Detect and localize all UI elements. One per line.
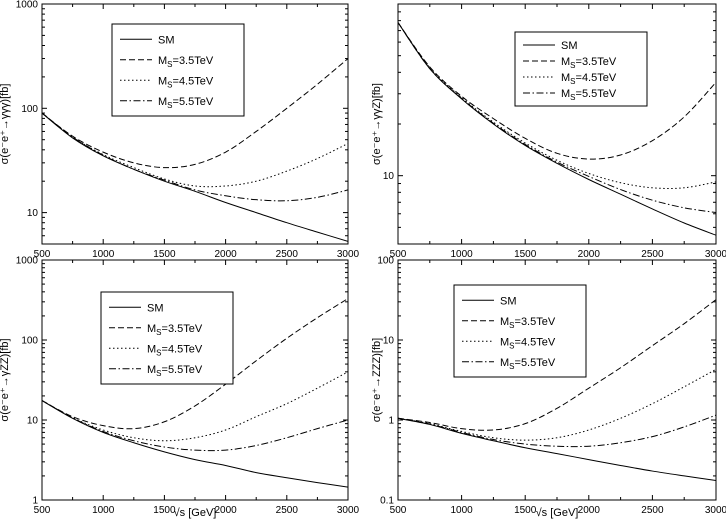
x-tick-label: 500	[34, 249, 51, 260]
legend-label: MS=5.5TeV	[561, 88, 617, 102]
series-line-1	[398, 417, 716, 482]
panel-2: 500 1000 1500 2000 2500 3000 10σ(e⁻e⁺→γγZ)[fb]…	[371, 3, 726, 260]
panel-3: 500 1000 1500 2000 2500 3000 1 10 100 1000 √s [GeV…	[0, 256, 360, 519]
y-tick-label: 1	[388, 416, 394, 427]
x-tick-label: 1500	[514, 505, 537, 516]
panel-1: 500 1000 1500 2000 2500 3000 10 100 1000 σ(e⁻e⁺→γ…	[0, 0, 360, 260]
x-tick-label: 3000	[705, 249, 726, 260]
y-tick-label: 100	[21, 104, 38, 115]
y-tick-label: 10	[383, 336, 395, 347]
legend-label: MS=5.5TeV	[158, 96, 214, 110]
y-axis-label: σ(e⁻e⁺→ZZZ)[fb]	[371, 338, 383, 422]
y-axis-label: σ(e⁻e⁺→γγγ)[fb]	[0, 84, 11, 165]
x-tick-label: 500	[34, 505, 51, 516]
legend-label: MS=5.5TeV	[500, 357, 556, 371]
x-axis-label: √s [GeV]	[174, 507, 217, 519]
series-line-2	[42, 298, 348, 430]
series-line-2	[42, 58, 348, 169]
series-line-4	[42, 400, 348, 452]
series-line-1	[42, 112, 348, 242]
legend-label: MS=4.5TeV	[500, 336, 556, 350]
legend-label: MS=3.5TeV	[500, 316, 556, 330]
x-tick-label: 1500	[514, 249, 537, 260]
legend-label: MS=4.5TeV	[147, 343, 203, 357]
series-line-4	[42, 112, 348, 202]
x-tick-label: 3000	[337, 505, 360, 516]
series-line-1	[42, 400, 348, 488]
legend-label: MS=3.5TeV	[561, 56, 617, 70]
y-tick-label: 0.1	[380, 496, 394, 507]
y-tick-label: 10	[383, 171, 395, 182]
x-tick-label: 1500	[153, 249, 176, 260]
x-tick-label: 2000	[578, 249, 601, 260]
x-tick-label: 1500	[153, 505, 176, 516]
x-tick-label: 2000	[578, 505, 601, 516]
x-tick-label: 2000	[214, 505, 237, 516]
series-line-3	[42, 112, 348, 188]
y-tick-label: 1000	[16, 256, 39, 267]
x-tick-label: 1000	[450, 505, 473, 516]
legend-label: SM	[561, 40, 578, 52]
series-line-2	[398, 299, 716, 431]
x-tick-label: 500	[390, 249, 407, 260]
legend-label: MS=4.5TeV	[561, 72, 617, 86]
legend-label: SM	[158, 34, 175, 46]
y-tick-label: 100	[377, 256, 394, 267]
y-axis-label: σ(e⁻e⁺→γγZ)[fb]	[371, 83, 383, 165]
x-tick-label: 1000	[92, 505, 115, 516]
legend-label: MS=3.5TeV	[147, 323, 203, 337]
y-tick-label: 1	[32, 496, 38, 507]
x-tick-label: 3000	[337, 249, 360, 260]
y-tick-label: 10	[27, 416, 39, 427]
series-line-4	[398, 22, 716, 214]
x-tick-label: 3000	[705, 505, 726, 516]
x-tick-label: 1000	[450, 249, 473, 260]
y-tick-label: 1000	[16, 0, 39, 11]
x-tick-label: 2500	[276, 249, 299, 260]
series-line-3	[398, 368, 716, 441]
x-tick-label: 2500	[641, 249, 664, 260]
legend-label: SM	[500, 295, 517, 307]
x-tick-label: 2500	[276, 505, 299, 516]
legend-label: SM	[147, 302, 164, 314]
series-line-3	[42, 371, 348, 442]
legend-label: MS=3.5TeV	[158, 55, 214, 69]
legend-label: MS=4.5TeV	[158, 75, 214, 89]
x-tick-label: 1000	[92, 249, 115, 260]
legend-label: MS=5.5TeV	[147, 364, 203, 378]
y-axis-label: σ(e⁻e⁺→γZZ)[fb]	[0, 338, 11, 421]
x-tick-label: 2500	[641, 505, 664, 516]
series-line-4	[398, 414, 716, 448]
x-axis-label: √s [GeV]	[536, 507, 579, 519]
x-tick-label: 500	[390, 505, 407, 516]
x-tick-label: 2000	[214, 249, 237, 260]
series-line-3	[398, 22, 716, 189]
y-tick-label: 10	[27, 208, 39, 219]
series-line-2	[398, 22, 716, 160]
panel-4: 500 1000 1500 2000 2500 3000 0.1 1 10 100 √s [GeV]…	[371, 256, 726, 519]
y-tick-label: 100	[21, 336, 38, 347]
legend-box	[514, 31, 648, 107]
